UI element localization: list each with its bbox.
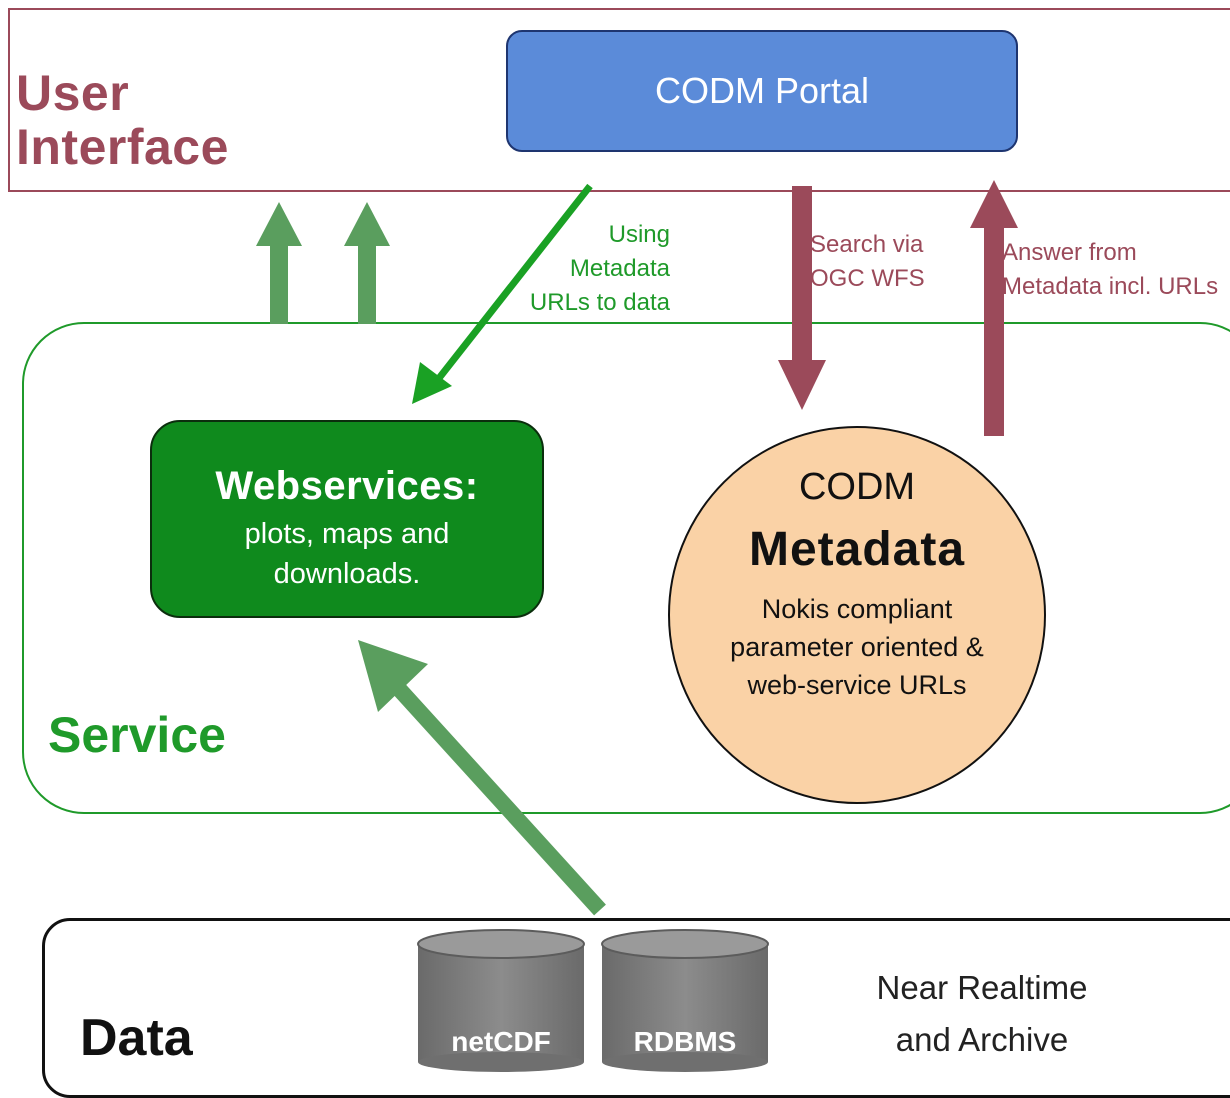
archive-label: Near Realtime and Archive: [848, 962, 1116, 1066]
webservices-box: Webservices: plots, maps and downloads.: [150, 420, 544, 618]
data-to-webservices-arrow: [358, 640, 606, 916]
search-line2: OGC WFS: [810, 265, 925, 292]
service-layer: [22, 322, 1230, 814]
archive-line2: and Archive: [895, 1021, 1069, 1058]
using-metadata-label: Using Metadata URLs to data: [470, 218, 670, 320]
using-metadata-arrow: [412, 183, 593, 404]
service-title: Service: [48, 707, 226, 763]
search-line1: Search via: [810, 231, 924, 258]
user-interface-title: User Interface: [16, 66, 229, 174]
metadata-line4: parameter oriented &: [730, 632, 984, 662]
search-arrow: [778, 186, 826, 410]
user-interface-title-line1: User: [16, 65, 130, 121]
metadata-line2: Metadata: [748, 523, 966, 576]
rdbms-database-icon: [601, 929, 769, 1072]
answer-arrow: [970, 180, 1018, 436]
answer-line2: Metadata incl. URLs: [1002, 273, 1219, 300]
answer-line1: Answer from: [1002, 239, 1137, 266]
codm-portal-label: CODM Portal: [654, 70, 870, 111]
codm-metadata-circle: CODM Metadata Nokis compliant parameter …: [668, 426, 1046, 804]
codm-portal-box: CODM Portal: [506, 30, 1018, 152]
archive-line1: Near Realtime: [876, 969, 1088, 1006]
rdbms-label: RDBMS: [633, 1026, 737, 1057]
metadata-line5: web-service URLs: [747, 670, 967, 700]
webservices-line1: plots, maps and: [244, 518, 450, 550]
metadata-description: Nokis compliant parameter oriented & web…: [670, 590, 1044, 704]
search-label: Search via OGC WFS: [810, 228, 980, 296]
using-line2: Metadata: [569, 255, 670, 282]
webservices-line2: downloads.: [273, 558, 421, 590]
using-line3: URLs to data: [529, 289, 670, 316]
user-interface-layer: [8, 8, 1230, 192]
netcdf-database-icon: [417, 929, 585, 1072]
data-title: Data: [80, 1009, 193, 1067]
webservices-title: Webservices:: [215, 464, 479, 508]
webservices-description: plots, maps and downloads.: [152, 514, 542, 594]
using-line1: Using: [608, 221, 670, 248]
service-to-ui-arrow-2: [344, 202, 390, 324]
answer-label: Answer from Metadata incl. URLs: [1002, 236, 1230, 304]
metadata-line3: Nokis compliant: [761, 594, 953, 624]
metadata-line1: CODM: [798, 466, 916, 508]
netcdf-label: netCDF: [451, 1026, 551, 1057]
service-to-ui-arrow-1: [256, 202, 302, 324]
user-interface-title-line2: Interface: [16, 119, 229, 175]
